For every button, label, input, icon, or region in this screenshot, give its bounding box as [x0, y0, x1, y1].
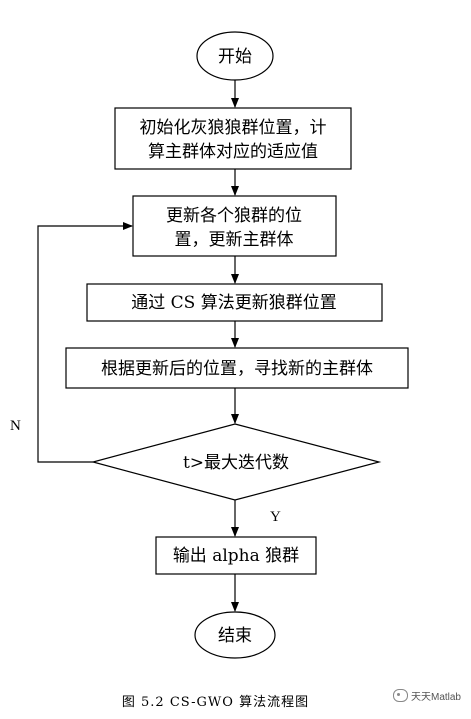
watermark-text: 天天Matlab — [410, 692, 461, 703]
find-main-text: 根据更新后的位置，寻找新的主群体 — [101, 359, 373, 379]
update-text-line1: 更新各个狼群的位 — [166, 206, 302, 226]
decision-text: t>最大迭代数 — [183, 453, 289, 473]
wechat-icon — [392, 689, 408, 702]
yes-label: Y — [270, 509, 281, 525]
loop-back-line — [37, 222, 133, 463]
cs-update-text: 通过 CS 算法更新狼群位置 — [131, 293, 336, 313]
update-text-line2: 置，更新主群体 — [175, 230, 294, 250]
figure-caption: 图 5.2 CS-GWO 算法流程图 — [0, 691, 471, 710]
init-text-line2: 算主群体对应的适应值 — [148, 142, 318, 162]
find-main-box — [65, 347, 409, 389]
watermark: 天天Matlab — [392, 688, 461, 703]
end-label: 结束 — [218, 626, 252, 646]
output-box — [155, 536, 317, 575]
start-label: 开始 — [218, 47, 252, 67]
init-box — [114, 107, 352, 170]
output-text: 输出 alpha 狼群 — [173, 546, 299, 566]
init-text-line1: 初始化灰狼狼群位置，计 — [140, 118, 327, 138]
no-label: N — [10, 418, 21, 434]
figure-caption-text: 图 5.2 CS-GWO 算法流程图 — [121, 695, 310, 710]
end-terminal — [194, 611, 276, 659]
